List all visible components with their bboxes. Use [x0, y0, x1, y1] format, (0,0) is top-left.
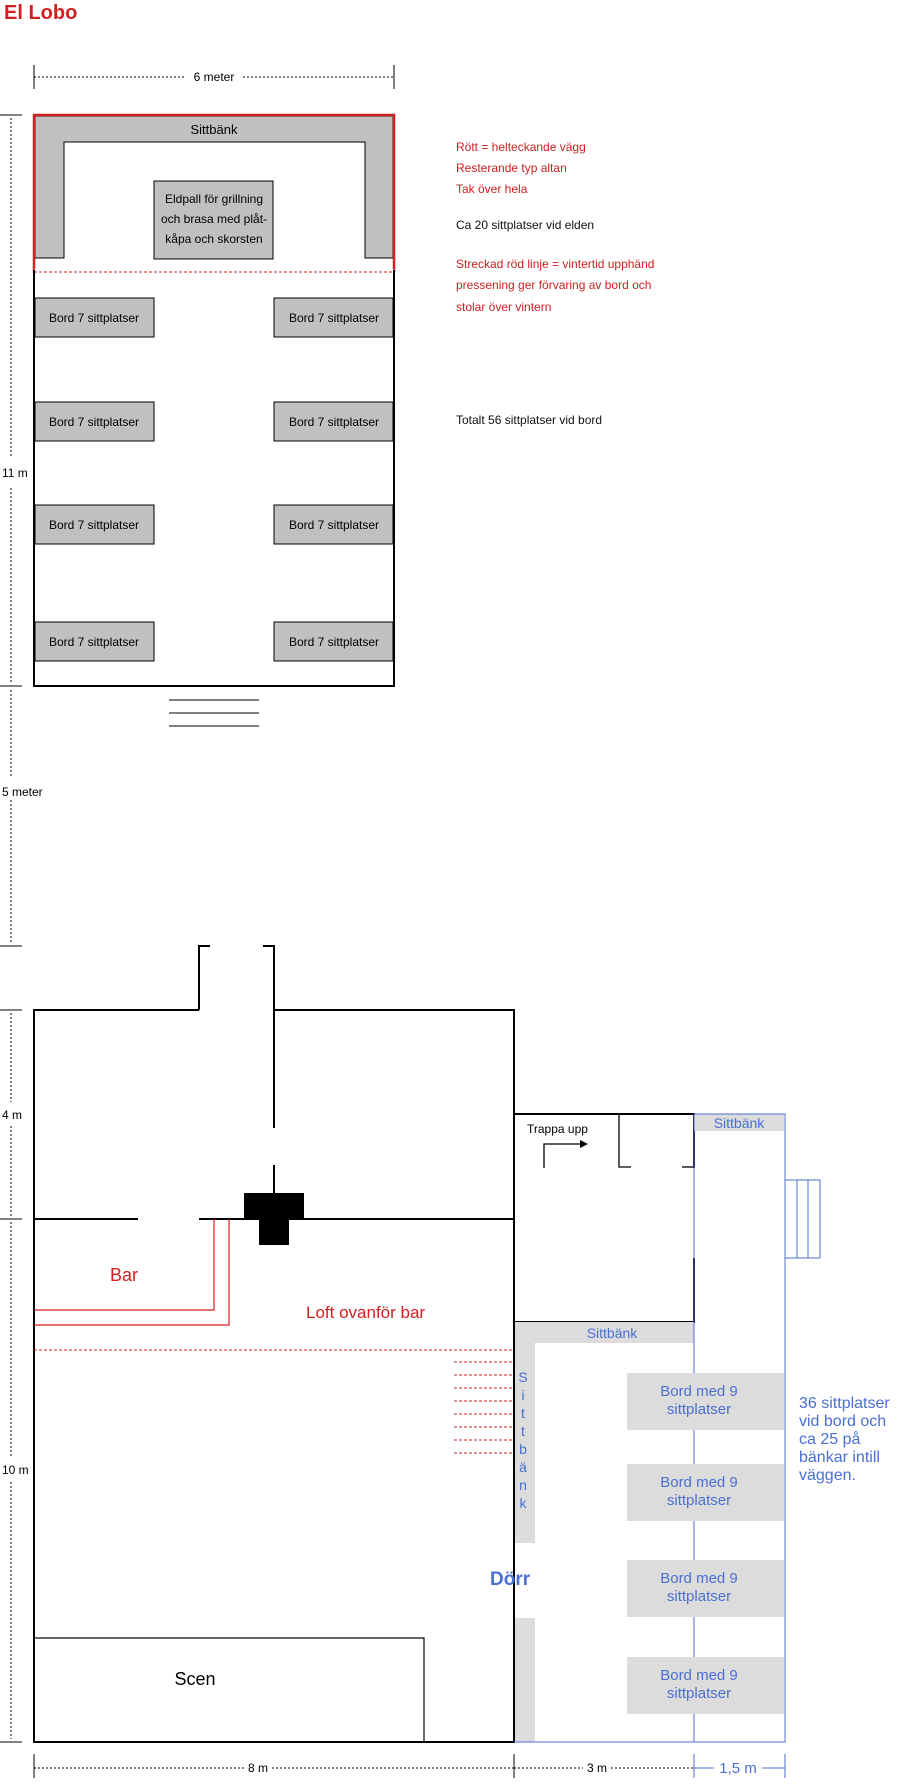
bench-letter-4: t	[521, 1423, 525, 1439]
table-lower-1	[627, 1373, 784, 1430]
room-bench-lower	[515, 1618, 535, 1742]
stage-label: Scen	[174, 1669, 215, 1689]
lower-height-lower-label: 10 m	[2, 1463, 29, 1477]
table-lower-1-line-1: Bord med 9	[660, 1383, 738, 1400]
loft-stairs	[454, 1361, 514, 1454]
note-dashed-1: Streckad röd linje = vintertid upphänd	[456, 257, 655, 271]
lower-width-side-label: 3 m	[587, 1761, 607, 1775]
table-upper-right-3	[273, 504, 394, 545]
table-lower-3-line-2: sittplatser	[667, 1588, 731, 1605]
stairs-arrow-icon	[580, 1140, 588, 1148]
table-upper-left-1	[34, 297, 155, 338]
table-upper-left-4	[34, 621, 155, 662]
table-upper-left-2	[34, 401, 155, 442]
bench-letter-5: b	[519, 1441, 527, 1457]
side-seat-note: 36 sittplatser vid bord och ca 25 på bän…	[799, 1395, 890, 1484]
fire-label-1: Eldpall för grillning	[165, 192, 263, 206]
stairs-label: Trappa upp	[527, 1122, 588, 1136]
fire-label-2: och brasa med plåt-	[161, 212, 267, 226]
bench-letter-7: n	[519, 1477, 527, 1493]
room-bench-top-label: Sittbänk	[587, 1325, 639, 1341]
table-lower-3	[627, 1560, 784, 1617]
table-lower-2-line-2: sittplatser	[667, 1492, 731, 1509]
fire-bench-label: Sittbänk	[191, 122, 238, 137]
table-lower-2-line-1: Bord med 9	[660, 1474, 738, 1491]
upper-height-dimension: 11 m 5 meter	[0, 114, 43, 947]
upper-steps	[169, 699, 259, 727]
terrace-bench-label: Sittbänk	[714, 1115, 766, 1131]
upper-plan: 6 meter 11 m 5 meter Sittbänk Eldpall fö…	[0, 65, 396, 947]
lower-width-dimension: 8 m 3 m 1,5 m	[33, 1754, 786, 1778]
bench-letter-8: k	[520, 1495, 528, 1511]
note-red-wall: Rött = helteckande vägg	[456, 140, 586, 154]
note-rest-altan: Resterande typ altan	[456, 161, 567, 175]
table-upper-right-2	[273, 401, 394, 442]
note-fire-seats: Ca 20 sittplatser vid elden	[456, 218, 595, 232]
stage	[33, 1637, 425, 1743]
table-upper-right-4	[273, 621, 394, 662]
table-upper-right-4-label: Bord 7 sittplatser	[289, 635, 379, 649]
table-upper-right-1-label: Bord 7 sittplatser	[289, 311, 379, 325]
table-upper-right-1	[273, 297, 394, 338]
room-bench-top	[515, 1322, 694, 1343]
bench-letter-2: i	[521, 1387, 524, 1403]
table-lower-2	[627, 1464, 784, 1521]
lower-width-main-label: 8 m	[248, 1761, 268, 1775]
page-title: El Lobo	[4, 2, 78, 24]
vertical-bench-label: S i t t b ä n k	[518, 1369, 527, 1511]
gap-label: 5 meter	[2, 785, 43, 799]
fire-label-3: kåpa och skorsten	[165, 232, 262, 246]
lower-plan: 4 m 10 m Bar Loft ovanför bar	[0, 945, 821, 1778]
room-bench-side	[515, 1343, 535, 1543]
table-upper-left-4-label: Bord 7 sittplatser	[49, 635, 139, 649]
note-dashed-2: pressening ger förvaring av bord och	[456, 278, 652, 292]
bench-letter-6: ä	[519, 1459, 527, 1475]
bench-letter-3: t	[521, 1405, 525, 1421]
bar-label: Bar	[110, 1265, 138, 1285]
table-upper-right-2-label: Bord 7 sittplatser	[289, 415, 379, 429]
table-upper-left-2-label: Bord 7 sittplatser	[49, 415, 139, 429]
note-total-seats: Totalt 56 sittplatser vid bord	[456, 413, 603, 427]
lower-height-dimension: 4 m 10 m	[0, 1009, 29, 1743]
upper-height-label: 11 m	[2, 466, 28, 480]
table-lower-3-line-1: Bord med 9	[660, 1570, 738, 1587]
loft-label: Loft ovanför bar	[306, 1303, 425, 1322]
note-dashed-3: stolar över vintern	[456, 300, 552, 314]
door-label: Dörr	[490, 1569, 531, 1590]
terrace-steps	[784, 1179, 821, 1259]
table-upper-left-1-label: Bord 7 sittplatser	[49, 311, 139, 325]
table-lower-4-line-1: Bord med 9	[660, 1667, 738, 1684]
table-lower-4-line-2: sittplatser	[667, 1685, 731, 1702]
table-lower-4	[627, 1657, 784, 1714]
terrace-bench	[694, 1114, 784, 1131]
chimney-block	[244, 1193, 304, 1245]
note-roof: Tak över hela	[456, 182, 528, 196]
table-upper-left-3-label: Bord 7 sittplatser	[49, 518, 139, 532]
table-upper-left-3	[34, 504, 155, 545]
fire-pit	[153, 180, 274, 260]
table-upper-right-3-label: Bord 7 sittplatser	[289, 518, 379, 532]
upper-width-label: 6 meter	[194, 70, 235, 84]
lower-height-upper-label: 4 m	[2, 1108, 22, 1122]
lower-width-terrace-label: 1,5 m	[719, 1760, 757, 1777]
upper-width-dimension: 6 meter	[33, 65, 395, 89]
bench-letter-1: S	[518, 1369, 527, 1385]
table-lower-1-line-2: sittplatser	[667, 1401, 731, 1418]
